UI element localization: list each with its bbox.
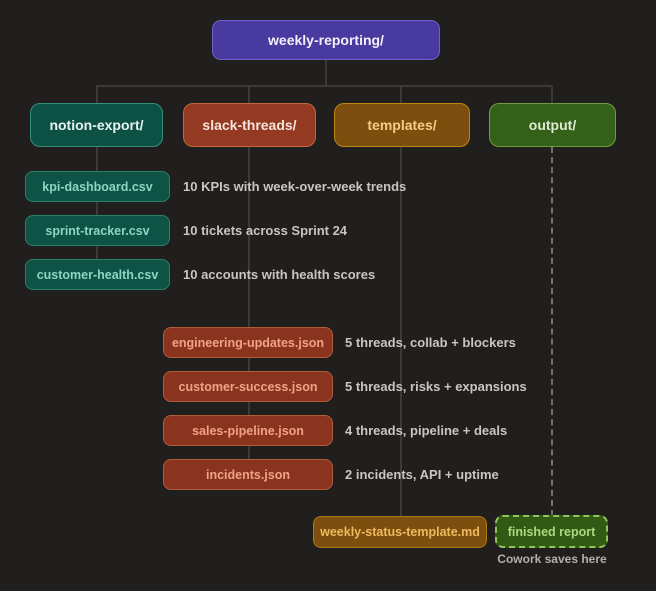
connector-slack-files [248,147,250,474]
connector-templates-file [400,147,402,516]
connector-stub-slack [248,85,250,103]
node-weekly-status-template-md: weekly-status-template.md [313,516,487,548]
node-output-folder: output/ [489,103,616,147]
desc-customer-success: 5 threads, risks + expansions [345,379,527,394]
cowork-saves-here-caption: Cowork saves here [497,552,607,566]
node-kpi-dashboard-csv: kpi-dashboard.csv [25,171,170,202]
node-templates-folder: templates/ [334,103,470,147]
desc-kpi-dashboard: 10 KPIs with week-over-week trends [183,179,407,194]
desc-sales-pipeline: 4 threads, pipeline + deals [345,423,508,438]
connector-stub-templates [400,85,402,103]
connector-output-dashed [551,147,553,516]
node-notion-export-folder: notion-export/ [30,103,163,147]
desc-engineering-updates: 5 threads, collab + blockers [345,335,516,350]
node-finished-report: finished report [495,515,608,548]
node-weekly-reporting-folder: weekly-reporting/ [212,20,440,60]
connector-stub-output [551,85,553,103]
node-sprint-tracker-csv: sprint-tracker.csv [25,215,170,246]
node-sales-pipeline-json: sales-pipeline.json [163,415,333,446]
node-customer-success-json: customer-success.json [163,371,333,402]
connector-stub-notion [96,85,98,103]
node-slack-threads-folder: slack-threads/ [183,103,316,147]
connector-horizontal-bar [97,85,553,87]
desc-incidents: 2 incidents, API + uptime [345,467,499,482]
node-customer-health-csv: customer-health.csv [25,259,170,290]
desc-customer-health: 10 accounts with health scores [183,267,376,282]
connector-root-stub [325,60,327,86]
connector-notion-files [96,147,98,275]
node-engineering-updates-json: engineering-updates.json [163,327,333,358]
node-incidents-json: incidents.json [163,459,333,490]
desc-sprint-tracker: 10 tickets across Sprint 24 [183,223,348,238]
